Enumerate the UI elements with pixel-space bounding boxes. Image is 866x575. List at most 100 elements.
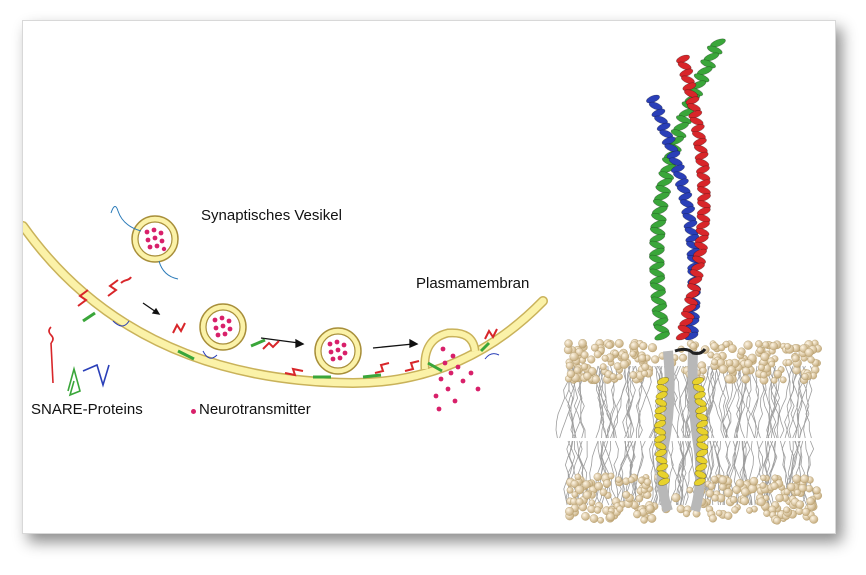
lipid-headgroup: [601, 354, 609, 362]
lipid-tail: [674, 365, 684, 439]
helix-green-segment: [653, 324, 670, 334]
lipid-headgroup: [770, 482, 779, 491]
lipid-tail: [708, 365, 715, 439]
lipid-headgroup: [744, 359, 753, 368]
lipid-tail: [625, 365, 632, 439]
figure-canvas: [23, 38, 822, 525]
lipid-headgroup: [800, 474, 809, 484]
lipid-headgroup: [606, 512, 615, 522]
helix-red-segment: [696, 186, 711, 195]
lipid-headgroup: [651, 355, 660, 364]
lipid-headgroup: [757, 364, 765, 372]
helix-yellow-segment: [654, 434, 667, 443]
lipid-headgroup: [683, 510, 691, 518]
helix-yellow-segment: [696, 441, 709, 450]
helix-green-segment: [658, 171, 675, 181]
lipid-headgroup: [801, 507, 810, 516]
helix-red-segment: [687, 283, 701, 292]
lipid-headgroup: [620, 352, 630, 361]
helix-green-segment: [706, 45, 723, 55]
helix-green-segment: [650, 289, 667, 299]
lipid-tail: [747, 440, 754, 506]
helix-red-segment: [680, 75, 695, 85]
lipid-headgroup: [755, 340, 763, 348]
lipid-headgroup: [591, 375, 601, 384]
lipid-headgroup: [575, 497, 584, 506]
lipid-headgroup: [593, 350, 602, 359]
lipid-headgroup: [638, 476, 646, 484]
lipid-headgroup: [599, 488, 608, 497]
helix-red-segment: [692, 255, 707, 265]
helix-blue-segment: [682, 213, 697, 222]
lipid-headgroup: [612, 350, 619, 357]
lipid-headgroup: [801, 373, 809, 381]
helix-blue-segment: [654, 115, 668, 125]
helix-red-segment: [693, 248, 708, 258]
helix-blue-segment: [656, 122, 671, 132]
lipid-headgroup: [763, 509, 771, 517]
lipid-headgroup: [640, 516, 648, 524]
lipid-headgroup: [589, 514, 599, 523]
helix-blue-segment: [685, 234, 700, 243]
helix-green-segment: [651, 303, 668, 313]
helix-red-segment: [682, 82, 697, 91]
lipid-tail: [795, 440, 809, 506]
lipid-headgroup: [711, 494, 719, 502]
helix-green-segment: [649, 233, 666, 243]
lipid-headgroup: [573, 366, 582, 375]
helix-yellow-segment: [654, 412, 667, 422]
lipid-tail: [706, 365, 713, 439]
helix-yellow-segment: [695, 456, 708, 465]
lipid-headgroup: [570, 479, 579, 488]
helix-yellow-segment: [695, 405, 708, 414]
lipid-tail: [745, 365, 752, 439]
lipid-headgroup: [779, 376, 787, 384]
helix-green-segment: [655, 184, 672, 195]
lipid-headgroup: [741, 374, 751, 384]
lipid-tail: [649, 440, 656, 506]
lipid-headgroup: [798, 484, 807, 493]
lipid-headgroup: [641, 362, 650, 371]
helix-yellow-segment: [657, 470, 670, 479]
lipid-headgroup: [707, 482, 716, 490]
helix-blue-segment: [646, 94, 660, 104]
lipid-headgroup: [771, 474, 779, 482]
lipid-headgroup: [737, 347, 746, 356]
lipid-headgroup: [641, 370, 648, 377]
lipid-tail: [715, 440, 724, 506]
lipid-headgroup: [571, 491, 579, 498]
synaptic-vesicle-primed: [314, 327, 362, 375]
helix-green-segment: [649, 240, 665, 250]
lipid-tail: [784, 365, 798, 439]
helix-yellow-segment: [692, 376, 704, 386]
lipid-headgroup: [593, 506, 602, 514]
helix-green-segment: [652, 317, 669, 327]
helix-blue-segment: [681, 206, 696, 215]
lipid-headgroup: [614, 339, 624, 348]
helix-green-segment: [649, 282, 666, 292]
lipid-headgroup: [588, 499, 596, 507]
helix-red-segment: [694, 151, 709, 161]
helix-red-segment: [677, 61, 692, 71]
helix-red-segment: [691, 262, 705, 272]
lipid-headgroup: [671, 493, 681, 503]
helix-yellow-segment: [695, 412, 708, 422]
helix-yellow-segment: [654, 420, 666, 429]
lipid-tail: [752, 365, 759, 439]
lipid-headgroup: [599, 363, 607, 371]
lipid-headgroup: [629, 371, 638, 379]
helix-green-segment: [652, 310, 668, 320]
lipid-headgroup: [615, 476, 622, 483]
lipid-headgroup: [760, 371, 768, 379]
lipid-headgroup: [724, 374, 734, 384]
linker-region: [674, 347, 707, 355]
lipid-headgroup: [723, 488, 733, 498]
lipid-headgroup: [812, 486, 821, 495]
lipid-headgroup: [580, 363, 589, 371]
lipid-headgroup: [760, 352, 770, 362]
lipid-headgroup: [629, 350, 637, 358]
helix-red-segment: [696, 179, 711, 188]
helix-red-segment: [680, 311, 695, 320]
helix-green-segment: [649, 247, 665, 257]
lipid-tail: [715, 365, 727, 439]
